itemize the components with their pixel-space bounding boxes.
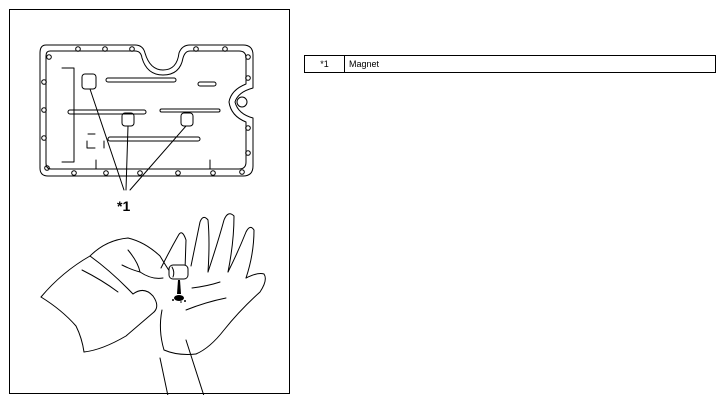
hands-illustration [40, 213, 266, 395]
legend-description: Magnet [344, 55, 716, 73]
illustration-panel: *1 [9, 9, 290, 395]
legend-table: *1 Magnet [304, 55, 716, 73]
bolt-holes [41, 46, 251, 176]
metal-particles [172, 280, 186, 303]
oil-pan-magnet-illustration: *1 [39, 44, 266, 395]
leader-line-1 [89, 88, 125, 191]
magnet-1 [81, 73, 97, 90]
legend-row: *1 Magnet [304, 55, 716, 73]
oil-pan-inner-outline [45, 50, 247, 170]
magnet-2 [121, 112, 135, 127]
legend-code: *1 [304, 55, 345, 73]
callout-label: *1 [117, 198, 130, 214]
leader-line-3 [129, 125, 187, 191]
leader-line-2 [125, 125, 129, 191]
oil-pan-outline [39, 44, 254, 177]
magnet-3 [180, 112, 194, 127]
